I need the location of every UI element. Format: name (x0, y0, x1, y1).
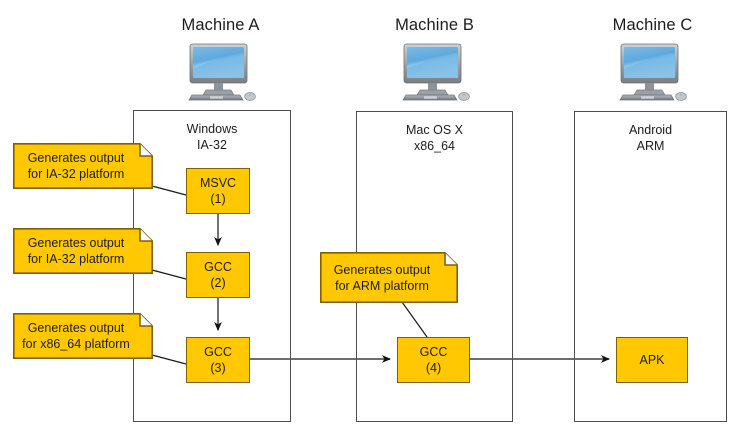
machine-os-label-a: Windows IA-32 (186, 122, 238, 152)
machine-title-a: Machine A (181, 16, 260, 34)
node-msvc-1[interactable]: MSVC (1) (186, 168, 250, 214)
note-ia32-2[interactable]: Generates output for IA-32 platform (13, 228, 153, 274)
node-gcc-4-label: GCC (4) (419, 345, 448, 375)
desktop-monitor-icon-a (184, 43, 258, 106)
note-shape (13, 313, 153, 359)
desktop-monitor-icon-b (398, 43, 472, 106)
node-apk-label: APK (639, 353, 665, 367)
node-gcc-4[interactable]: GCC (4) (397, 337, 470, 383)
note-x8664[interactable]: Generates output for x86_64 platform (13, 313, 153, 359)
node-gcc-3-label: GCC (3) (204, 345, 232, 375)
note-shape (320, 252, 458, 303)
node-apk[interactable]: APK (616, 337, 688, 383)
note-ia32-1[interactable]: Generates output for IA-32 platform (13, 143, 153, 189)
machine-title-c: Machine C (612, 16, 693, 34)
note-shape (13, 143, 153, 189)
node-gcc-3[interactable]: GCC (3) (186, 337, 250, 383)
desktop-monitor-icon-c (615, 43, 689, 106)
node-gcc-2[interactable]: GCC (2) (186, 252, 250, 298)
note-shape (13, 228, 153, 274)
node-msvc-1-label: MSVC (1) (199, 176, 237, 206)
machine-os-label-b: Mac OS X x86_64 (406, 123, 463, 153)
machine-os-label-c: Android ARM (628, 123, 673, 153)
note-arm[interactable]: Generates output for ARM platform (320, 252, 458, 303)
machine-title-b: Machine B (395, 16, 474, 34)
machine-box-b: Mac OS X x86_64 (356, 111, 513, 422)
machine-box-c: Android ARM (574, 111, 727, 422)
node-gcc-2-label: GCC (2) (204, 260, 232, 290)
